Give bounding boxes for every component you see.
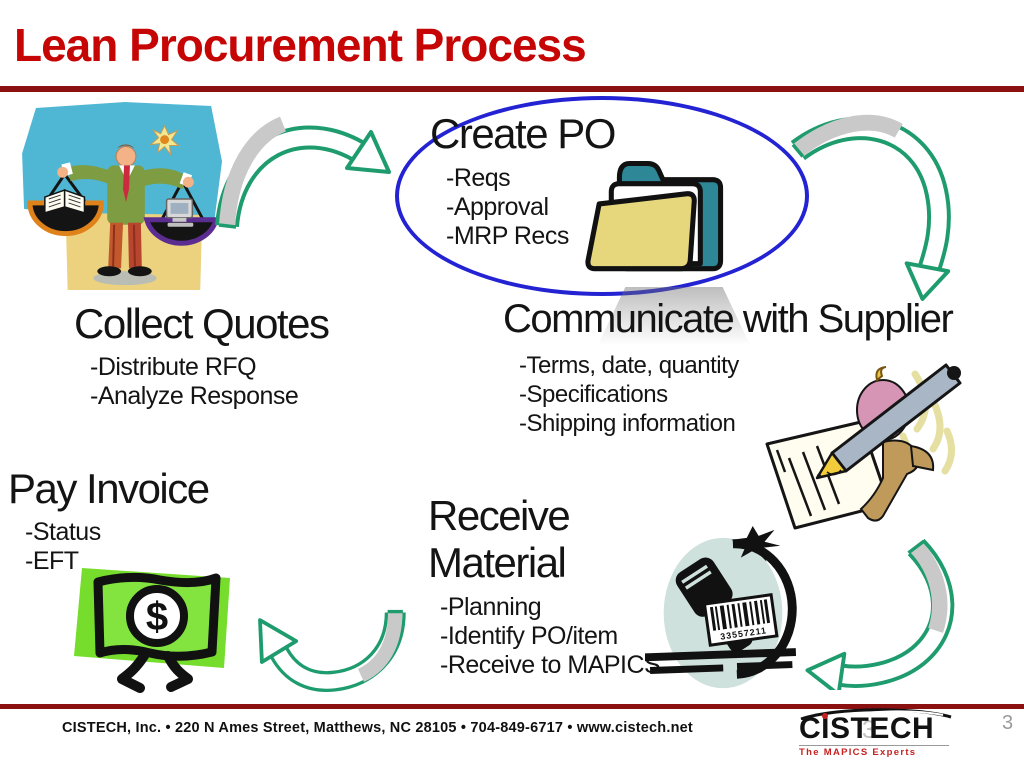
folder-reflection	[598, 287, 750, 345]
bullet-item: -Analyze Response	[90, 382, 299, 410]
title-rule	[0, 86, 1024, 92]
logo-text: CISTECH	[799, 712, 935, 745]
logo-red-dot	[822, 713, 828, 719]
footer-contact-line: CISTECH, Inc. • 220 N Ames Street, Matth…	[62, 720, 693, 736]
step-pay-invoice: Pay Invoice -Status -EFT	[8, 465, 210, 576]
bullet-item: -Specifications	[519, 381, 668, 408]
step-heading-line1: Receive	[428, 492, 571, 539]
step-heading: Pay Invoice	[8, 465, 210, 512]
sun-icon	[149, 124, 180, 157]
dollar-sign: $	[146, 595, 168, 639]
curved-arrow-quotes-to-po-icon	[215, 116, 391, 229]
footer-rule	[0, 704, 1024, 709]
curved-arrow-supplier-to-receive-icon	[805, 538, 955, 690]
folder-icon	[585, 160, 724, 272]
slide-number-watermark: 3	[862, 716, 876, 744]
bullet-item: -MRP Recs	[446, 222, 569, 250]
balance-scales-clipart	[22, 102, 223, 291]
bullet-item: -Planning	[440, 593, 542, 621]
dollar-bill-clipart: $	[74, 568, 230, 693]
bullet-item: -Identify PO/item	[440, 622, 618, 650]
logo-swoosh-icon	[800, 708, 952, 720]
bullet-item: -Status	[25, 518, 101, 546]
step-heading: Collect Quotes	[74, 300, 330, 347]
bullet-item: -Distribute RFQ	[90, 353, 257, 381]
step-communicate-with-supplier: Communicate with Supplier -Terms, date, …	[503, 296, 954, 438]
signing-pen-clipart	[765, 363, 962, 530]
step-heading: Communicate with Supplier	[503, 297, 954, 341]
bullet-item: -Terms, date, quantity	[519, 352, 739, 379]
cistech-logo: CISTECH The MAPICS Experts	[797, 706, 955, 758]
step-heading: Create PO	[430, 110, 616, 157]
page-number: 3	[1002, 712, 1014, 734]
curved-arrow-receive-to-pay-icon	[258, 609, 406, 693]
bullet-item: -EFT	[25, 547, 79, 575]
bullet-item: -Shipping information	[519, 410, 736, 437]
bullet-item: -Approval	[446, 193, 549, 221]
step-create-po: Create PO -Reqs -Approval -MRP Recs	[430, 110, 616, 251]
bullet-item: -Receive to MAPICS	[440, 651, 661, 679]
curved-arrow-po-to-supplier-icon	[790, 114, 951, 301]
barcode-scanner-clipart: 33557211	[645, 525, 797, 689]
step-heading-line2: Material	[428, 539, 567, 586]
bullet-item: -Reqs	[446, 164, 511, 192]
step-receive-material: Receive Material -Planning -Identify PO/…	[428, 492, 661, 680]
page-title: Lean Procurement Process	[14, 19, 587, 71]
logo-tagline: The MAPICS Experts	[799, 745, 949, 758]
create-po-highlight-ellipse	[395, 96, 809, 296]
step-collect-quotes: Collect Quotes -Distribute RFQ -Analyze …	[74, 300, 330, 411]
